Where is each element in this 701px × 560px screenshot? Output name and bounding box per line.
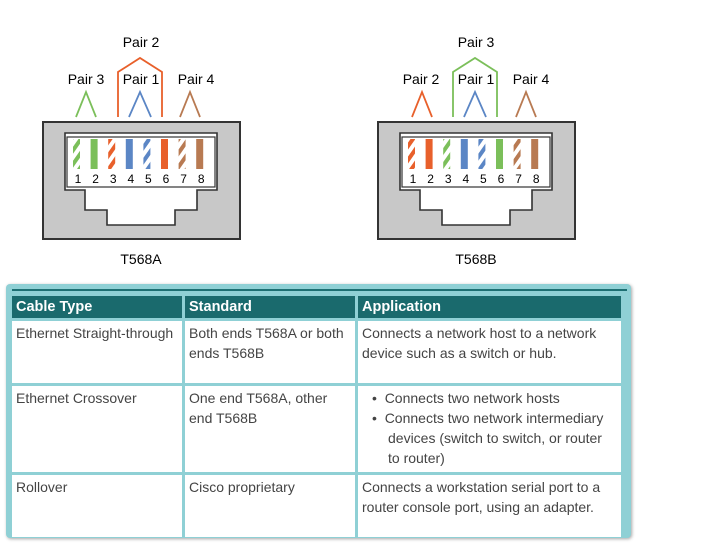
cell-cable-type: Rollover (12, 475, 182, 537)
table-header-row: Cable Type Standard Application (12, 296, 621, 318)
pair-wire-icon (515, 89, 537, 118)
pair-wire-icon (75, 89, 97, 118)
pin-number: 3 (110, 172, 117, 186)
pin-number: 6 (498, 172, 505, 186)
pin-number: 3 (445, 172, 452, 186)
wire-solid (425, 139, 433, 169)
pair-wire-icon (179, 89, 201, 118)
pair-label: Pair 1 (458, 71, 495, 87)
pin-number: 8 (533, 172, 540, 186)
wire-solid (196, 139, 204, 169)
wire-striped (513, 139, 521, 169)
cell-application: • Connects two network hosts • Connects … (358, 386, 621, 472)
wire-striped (108, 139, 116, 169)
wire-solid (90, 139, 98, 169)
pin-number: 4 (462, 172, 469, 186)
pair-label: Pair 4 (178, 71, 215, 87)
cell-cable-type: Ethernet Straight-through (12, 321, 182, 383)
table-row: Ethernet Straight-through Both ends T568… (12, 321, 621, 383)
pair-wire-icon (117, 56, 163, 117)
list-item-text: Connects two network intermediary device… (384, 410, 604, 466)
wire-striped (408, 139, 415, 169)
cell-cable-type: Ethernet Crossover (12, 386, 182, 472)
pair-label: Pair 2 (403, 71, 440, 87)
pin-number: 7 (180, 172, 187, 186)
pin-number: 7 (515, 172, 522, 186)
list-item: • Connects two network hosts (362, 388, 617, 408)
pin-number: 6 (163, 172, 170, 186)
bullet-icon: • (372, 410, 385, 426)
wire-striped (73, 139, 80, 169)
cell-application: Connects a workstation serial port to a … (358, 475, 621, 537)
diagram-caption: T568A (120, 251, 162, 267)
pin-number: 8 (198, 172, 205, 186)
pin-frame (401, 136, 551, 188)
cell-application: Connects a network host to a network dev… (358, 321, 621, 383)
pin-number: 5 (480, 172, 487, 186)
pin-number: 5 (145, 172, 152, 186)
table-row: Rollover Cisco proprietary Connects a wo… (12, 475, 621, 537)
cable-types-table: Cable Type Standard Application Ethernet… (9, 293, 624, 540)
top-pair-label: Pair 2 (123, 34, 160, 50)
pair-wire-icon (452, 56, 498, 117)
list-item-text: Connects two network hosts (384, 390, 560, 406)
header-cable-type: Cable Type (12, 296, 182, 318)
table-accent-line (12, 289, 627, 291)
table-row: Ethernet Crossover One end T568A, other … (12, 386, 621, 472)
pin-number: 1 (75, 172, 82, 186)
pair-wire-icon (463, 89, 487, 118)
wire-striped (478, 139, 486, 169)
top-pair-label: Pair 3 (458, 34, 495, 50)
pair-label: Pair 4 (513, 71, 550, 87)
cell-standard: Cisco proprietary (185, 475, 355, 537)
cable-types-table-panel: Cable Type Standard Application Ethernet… (6, 284, 631, 538)
cell-standard: One end T568A, other end T568B (185, 386, 355, 472)
wire-solid (161, 139, 168, 169)
pair-label: Pair 1 (123, 71, 160, 87)
header-standard: Standard (185, 296, 355, 318)
bullet-icon: • (372, 390, 385, 406)
wire-solid (460, 139, 468, 169)
pin-frame (66, 136, 216, 188)
pin-number: 1 (410, 172, 417, 186)
pair-label: Pair 3 (68, 71, 105, 87)
list-item: • Connects two network intermediary devi… (362, 408, 617, 468)
header-application: Application (358, 296, 621, 318)
wire-striped (178, 139, 186, 169)
diagram-caption: T568B (455, 251, 496, 267)
pair-wire-icon (128, 89, 152, 118)
wire-striped (443, 139, 451, 169)
pair-wire-icon (411, 89, 433, 118)
wire-solid (531, 139, 539, 169)
wire-striped (143, 139, 151, 169)
cell-standard: Both ends T568A or both ends T568B (185, 321, 355, 383)
wire-solid (496, 139, 503, 169)
pin-number: 2 (427, 172, 434, 186)
pin-number: 2 (92, 172, 99, 186)
pin-number: 4 (127, 172, 134, 186)
wire-solid (125, 139, 133, 169)
